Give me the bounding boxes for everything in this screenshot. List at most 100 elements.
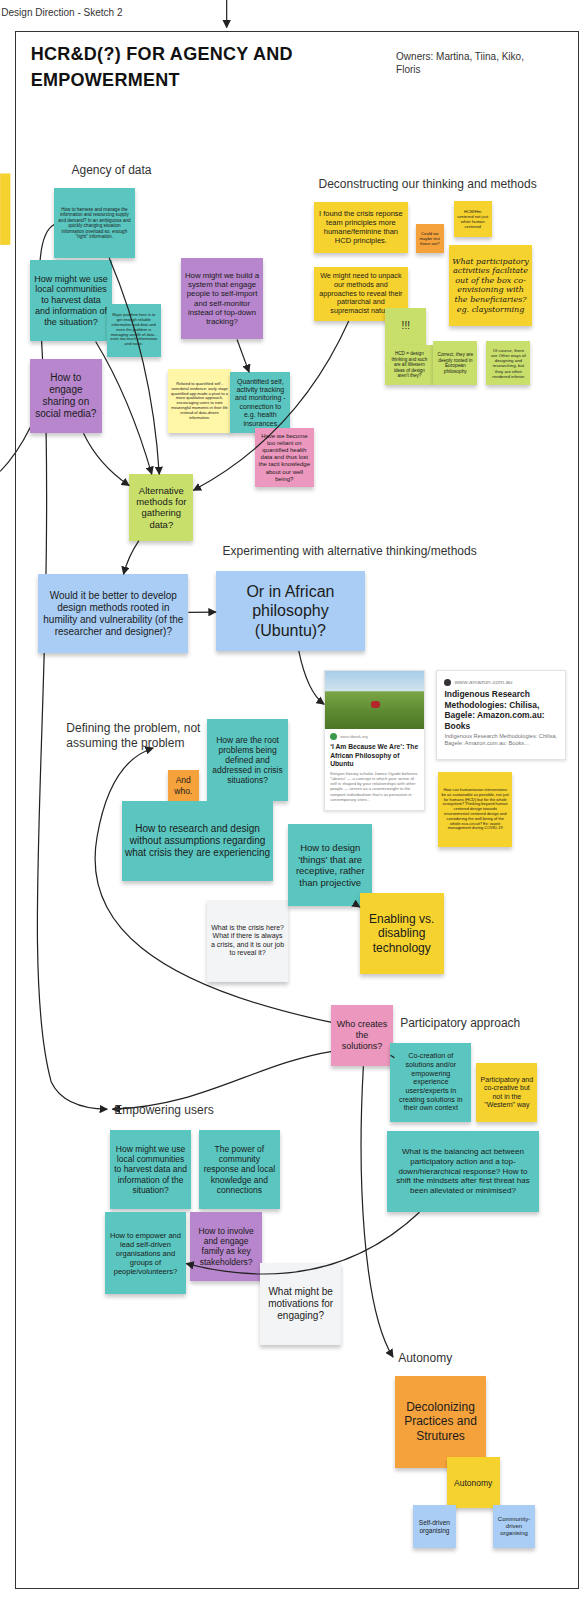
sticky-note: Major problem here is to get enough reli… bbox=[107, 304, 161, 357]
note-content: Would it be better to develop design met… bbox=[41, 590, 185, 638]
section-heading: Participatory approach bbox=[400, 1016, 563, 1032]
note-text: Participatory and co-creative but not in… bbox=[479, 1076, 534, 1110]
connector-arrow bbox=[390, 1055, 394, 1057]
card-text: ‘I Am Because We Are’: The African Philo… bbox=[330, 743, 418, 767]
note-content: Related to quantified self - anecdotal e… bbox=[171, 382, 228, 420]
section-heading: Agency of data bbox=[71, 163, 194, 179]
sticky-note: Of course, there are Other ways of desig… bbox=[486, 341, 530, 385]
note-text: How to harness and manage the informatio… bbox=[57, 207, 133, 240]
note-text: Or in African philosophy (Ubuntu)? bbox=[219, 582, 362, 640]
note-text: Could we maybe test those out? bbox=[419, 231, 441, 246]
link-card: www.ttbook.org‘I Am Because We Are’: The… bbox=[324, 670, 425, 811]
card-content: www.amazon.com.auIndigenous Research Met… bbox=[437, 671, 565, 754]
connector-arrow bbox=[96, 341, 152, 474]
note-content: HCD = design thinking and such are all W… bbox=[388, 351, 430, 379]
note-text: How to research and design without assum… bbox=[125, 823, 270, 859]
sticky-note: How to engage sharing on social media? bbox=[30, 359, 101, 434]
note-content: Autonomy bbox=[450, 1478, 497, 1488]
sticky-note: Self-driven organising bbox=[413, 1505, 456, 1548]
sticky-note: And who. bbox=[168, 770, 199, 801]
card-text: www.amazon.com.au bbox=[454, 678, 512, 685]
sticky-note: The power of community response and loca… bbox=[199, 1130, 281, 1210]
incoming-arrow bbox=[226, 0, 227, 28]
site-icon bbox=[330, 733, 337, 740]
sticky-note: How might we build a system that engage … bbox=[181, 258, 263, 340]
note-content: How to engage sharing on social media? bbox=[33, 372, 98, 420]
board-title: HCR&D(?) FOR AGENCY AND EMPOWERMENT bbox=[31, 41, 327, 93]
card-body: Indigenous Research Methodologies: Chili… bbox=[444, 733, 558, 747]
sticky-note: Have we become too reliant on quantified… bbox=[255, 428, 314, 487]
note-text: Quantified self, activity tracking and m… bbox=[233, 378, 287, 428]
sticky-note: How to harness and manage the informatio… bbox=[54, 188, 136, 257]
sticky-note: What is the balancing act between partic… bbox=[387, 1131, 538, 1213]
note-text: What might be motivations for engaging? bbox=[263, 1286, 339, 1322]
note-content: Who creates the solutions? bbox=[334, 1019, 389, 1051]
note-content: How to design 'things' that are receptiv… bbox=[291, 842, 369, 888]
note-text: How to engage sharing on social media? bbox=[33, 372, 98, 420]
link-thumbnail bbox=[325, 671, 424, 729]
note-text: Would it be better to develop design met… bbox=[41, 590, 185, 638]
sticky-note: How might we use local communities to ha… bbox=[110, 1130, 192, 1210]
note-content: Community-driven organising bbox=[496, 1516, 533, 1538]
note-text: How to involve and engage family as key … bbox=[193, 1226, 258, 1267]
note-content: Quantified self, activity tracking and m… bbox=[233, 378, 287, 428]
section-heading: Experimenting with alternative thinking/… bbox=[223, 544, 550, 560]
note-content: How might we use local communities to ha… bbox=[113, 1144, 189, 1195]
note-content: Decolonizing Practices and Strutures bbox=[398, 1400, 484, 1443]
note-text: Community-driven organising bbox=[496, 1516, 533, 1538]
section-heading: Defining the problem, not assuming the p… bbox=[66, 721, 209, 752]
connector-arrow bbox=[188, 611, 216, 613]
note-text: Decolonizing Practices and Strutures bbox=[398, 1400, 484, 1443]
note-content: Major problem here is to get enough reli… bbox=[110, 313, 158, 347]
sticky-note: What participatory activities facilitate… bbox=[449, 245, 533, 327]
note-text: Of course, there are Other ways of desig… bbox=[489, 348, 527, 380]
note-content: What participatory activities facilitate… bbox=[452, 257, 530, 315]
section-heading: Deconstructing our thinking and methods bbox=[319, 177, 574, 193]
link-card: www.amazon.com.auIndigenous Research Met… bbox=[436, 670, 566, 760]
card-site: www.amazon.com.au bbox=[444, 678, 558, 686]
connector-arrow bbox=[237, 339, 249, 372]
connector-arrow bbox=[359, 906, 360, 907]
note-content: Enabling vs. disabling technology bbox=[363, 912, 441, 955]
sticky-note: Would it be better to develop design met… bbox=[38, 574, 188, 653]
note-text: How can humanitarian interventions be as… bbox=[441, 788, 509, 831]
card-text: Kenyan literary scholar James Ogude beli… bbox=[330, 771, 417, 802]
note-content: How to harness and manage the informatio… bbox=[57, 207, 133, 240]
note-content: Co-creation of solutions and/or empoweri… bbox=[393, 1052, 468, 1112]
sticky-note: Enabling vs. disabling technology bbox=[360, 893, 444, 975]
note-text: How might we use local communities to ha… bbox=[113, 1144, 189, 1195]
note-text: The power of community response and loca… bbox=[202, 1144, 278, 1195]
note-content: Self-driven organising bbox=[416, 1519, 453, 1535]
sticky-note: How are the root problems being defined … bbox=[207, 719, 289, 801]
note-text: Major problem here is to get enough reli… bbox=[110, 313, 158, 347]
note-text: What is the crisis here? What if there i… bbox=[210, 924, 286, 958]
connector-arrow bbox=[299, 651, 324, 704]
note-content: What is the balancing act between partic… bbox=[390, 1147, 535, 1195]
frame-name: Design Direction - Sketch 2 bbox=[1, 7, 122, 18]
note-text: How to design 'things' that are receptiv… bbox=[291, 842, 369, 888]
note-text: How to empower and lead self-driven orga… bbox=[108, 1231, 184, 1276]
card-text: Indigenous Research Methodologies: Chili… bbox=[444, 689, 544, 731]
leader-line bbox=[37, 224, 107, 1109]
note-content: Participatory and co-creative but not in… bbox=[479, 1076, 534, 1110]
sticky-note: !!! bbox=[385, 308, 426, 345]
note-content: How to involve and engage family as key … bbox=[193, 1226, 258, 1267]
sticky-note: Community-driven organising bbox=[493, 1505, 536, 1548]
note-text: Related to quantified self - anecdotal e… bbox=[171, 382, 228, 420]
sticky-note: Quantified self, activity tracking and m… bbox=[230, 372, 290, 433]
note-text: Who creates the solutions? bbox=[334, 1019, 389, 1051]
sticky-note: What is the crisis here? What if there i… bbox=[207, 900, 289, 982]
note-text: Enabling vs. disabling technology bbox=[363, 912, 441, 955]
connector-arrow bbox=[186, 1212, 419, 1274]
note-content: Have we become too reliant on quantified… bbox=[258, 433, 311, 483]
note-content: How to research and design without assum… bbox=[125, 823, 270, 859]
note-text: I found the crisis reponse team principl… bbox=[317, 209, 405, 245]
note-text: HCM/Hm centered not just white human cen… bbox=[457, 209, 489, 229]
card-heading: ‘I Am Because We Are’: The African Philo… bbox=[330, 743, 419, 768]
site-icon bbox=[444, 679, 451, 686]
note-text: Correct, they are deeply rooted in Europ… bbox=[436, 352, 474, 375]
card-text: www.amazon.com.auIndigenous Research Met… bbox=[437, 671, 565, 754]
note-content: How are the root problems being defined … bbox=[210, 735, 286, 786]
note-content: Alternative methods for gathering data? bbox=[132, 485, 190, 531]
